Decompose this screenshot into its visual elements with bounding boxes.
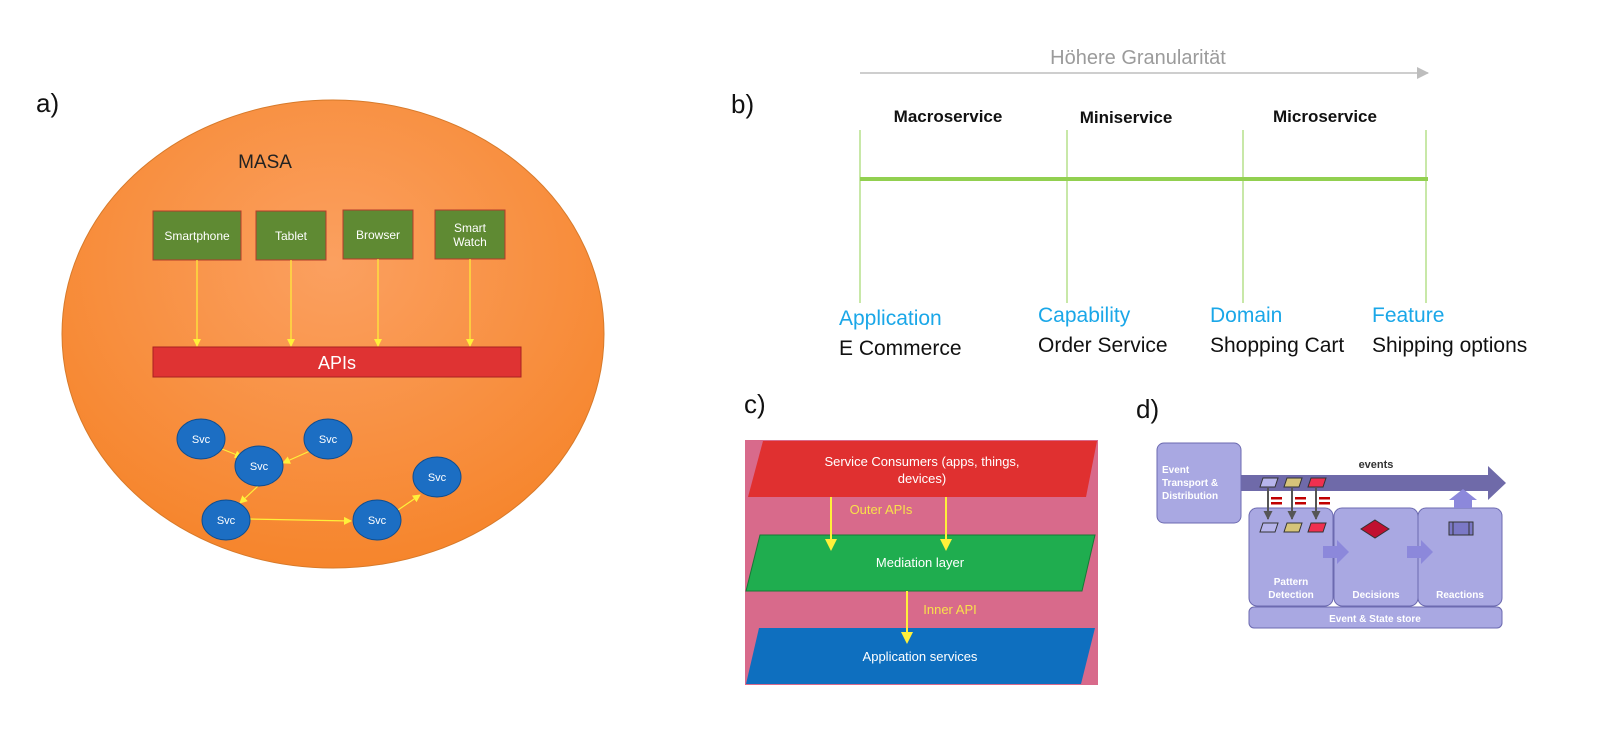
svc-label-5: Svc <box>368 515 387 527</box>
application-services-label: Application services <box>863 649 978 664</box>
panel-a: a) MASA Smartphone Tablet Browser Smart … <box>36 88 605 569</box>
pattern-token-3 <box>1307 522 1327 533</box>
outer-apis-label: Outer APIs <box>850 502 913 517</box>
level-example-domain: Shopping Cart <box>1210 334 1344 357</box>
panel-b-label: b) <box>731 89 754 119</box>
panel-b: b) Höhere Granularität Macroservice Mini… <box>731 47 1527 360</box>
events-arrow <box>1239 466 1506 500</box>
svc-label-6: Svc <box>428 472 447 484</box>
device-box-smart-watch <box>434 209 506 260</box>
service-consumers-label-line2: devices) <box>898 471 946 486</box>
granularity-label: Höhere Granularität <box>1050 47 1226 69</box>
event-transport-label-line3: Distribution <box>1162 491 1218 502</box>
svc-connector-3 <box>239 485 259 504</box>
event-store-label: Event & State store <box>1329 614 1421 625</box>
event-transport-label-line2: Transport & <box>1162 478 1218 489</box>
device-label-browser: Browser <box>356 228 400 242</box>
svc-node-1 <box>176 418 226 460</box>
api-bar <box>152 346 522 378</box>
panel-d-label: d) <box>1136 394 1159 424</box>
equals-mark-1a <box>1271 497 1282 500</box>
event-token-top-2 <box>1283 477 1303 488</box>
svc-node-6 <box>412 456 462 498</box>
service-consumers-label-line1: Service Consumers (apps, things, <box>824 454 1019 469</box>
flow-arrow-pattern-to-decisions <box>1323 540 1349 564</box>
event-store-bar <box>1248 606 1503 629</box>
equals-mark-3b <box>1319 502 1330 505</box>
pattern-token-1 <box>1259 522 1279 533</box>
svc-label-2: Svc <box>250 461 269 473</box>
service-type-mini: Miniservice <box>1080 108 1173 127</box>
panel-c-label: c) <box>744 389 766 419</box>
api-bar-label: APIs <box>318 353 356 373</box>
equals-mark-2b <box>1295 502 1306 505</box>
panel-c: c) Service Consumers (apps, things, devi… <box>744 389 1098 685</box>
panel-d: d) events Event Transport & Distribution… <box>1136 394 1506 629</box>
event-transport-label-line1: Event <box>1162 465 1190 476</box>
device-label-smart-watch-line1: Smart <box>454 221 487 235</box>
svc-connector-4 <box>248 516 352 525</box>
device-label-tablet: Tablet <box>275 229 308 243</box>
inner-api-label: Inner API <box>923 602 976 617</box>
equals-mark-1b <box>1271 502 1282 505</box>
stage-label-decisions: Decisions <box>1352 590 1400 601</box>
level-domain: Domain <box>1210 304 1282 327</box>
svc-label-3: Svc <box>319 434 338 446</box>
stage-label-pattern-line2: Detection <box>1268 590 1314 601</box>
svc-connector-5 <box>397 494 421 511</box>
equals-mark-2a <box>1295 497 1306 500</box>
masa-title: MASA <box>238 152 292 173</box>
service-type-macro: Macroservice <box>894 107 1003 126</box>
event-transport-box <box>1156 442 1242 524</box>
device-box-smartphone <box>152 210 242 261</box>
level-capability: Capability <box>1038 304 1131 327</box>
reaction-up-arrow <box>1449 489 1477 508</box>
flow-arrow-decisions-to-reactions <box>1407 540 1433 564</box>
events-label: events <box>1359 459 1394 471</box>
mediation-layer-label: Mediation layer <box>876 555 965 570</box>
svc-connector-2 <box>282 450 311 464</box>
svc-node-5 <box>352 499 402 541</box>
service-consumers-layer <box>748 441 1097 497</box>
svc-node-3 <box>303 418 353 460</box>
svc-label-1: Svc <box>192 434 211 446</box>
level-feature: Feature <box>1372 304 1444 327</box>
svc-node-4 <box>201 499 251 541</box>
level-example-capability: Order Service <box>1038 334 1168 357</box>
level-example-application: E Commerce <box>839 337 962 360</box>
equals-mark-3a <box>1319 497 1330 500</box>
reaction-process-icon <box>1448 521 1474 536</box>
svc-label-4: Svc <box>217 515 236 527</box>
decision-diamond-icon <box>1360 519 1390 539</box>
device-box-browser <box>342 209 414 260</box>
event-token-top-1 <box>1259 477 1279 488</box>
level-example-feature: Shipping options <box>1372 334 1527 357</box>
svc-node-2 <box>234 445 284 487</box>
stage-label-pattern-line1: Pattern <box>1274 577 1308 588</box>
device-box-tablet <box>255 210 327 261</box>
device-label-smartphone: Smartphone <box>164 229 230 243</box>
masa-ellipse <box>61 99 605 569</box>
pattern-token-2 <box>1283 522 1303 533</box>
level-application: Application <box>839 307 942 330</box>
panel-a-label: a) <box>36 88 59 118</box>
event-token-top-3 <box>1307 477 1327 488</box>
device-label-smart-watch-line2: Watch <box>453 235 487 249</box>
stage-label-reactions: Reactions <box>1436 590 1484 601</box>
application-services-layer <box>746 628 1095 684</box>
service-type-micro: Microservice <box>1273 107 1377 126</box>
